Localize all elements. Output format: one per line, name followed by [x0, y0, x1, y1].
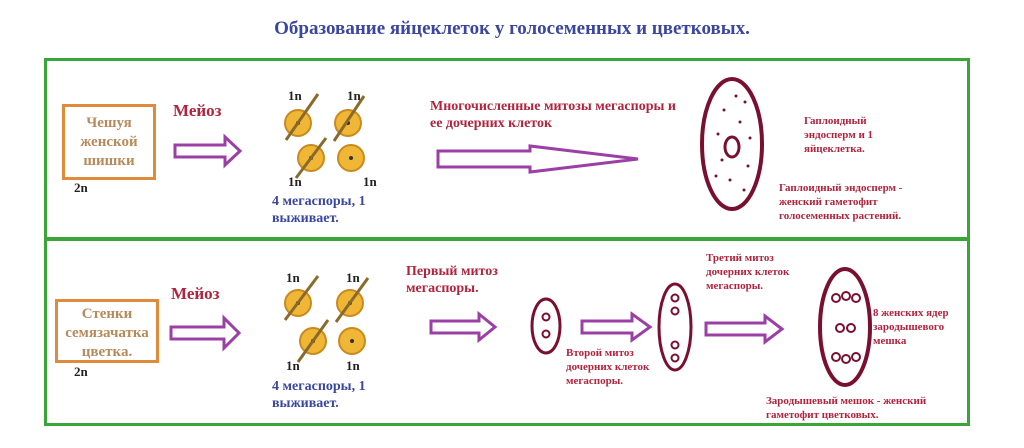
third-mitosis-arrow [704, 312, 785, 346]
bottom-ploidy-label: 2n [74, 364, 88, 379]
top-gametophyte-caption: Гаплоидный эндосперм - женский гаметофит… [779, 182, 903, 222]
two-nucleate-sac [530, 297, 562, 355]
gymnosperm-source-box: Чешуя женской шишки [62, 104, 156, 180]
gymnosperm-source-label: Чешуя женской шишки [80, 115, 138, 169]
bottom-degenerate-line-1 [283, 275, 320, 321]
top-meiosis-label: Мейоз [173, 101, 222, 120]
third-mitosis-caption: Третий митоз дочерних клеток мегаспоры. [706, 252, 790, 292]
angiosperm-source-box: Стенки семязачатка цветка. [55, 299, 159, 363]
angiosperm-source-label: Стенки семязачатка цветка. [65, 306, 149, 360]
top-meiosis-arrow [173, 133, 243, 169]
top-spore-label-4: 1n [363, 174, 377, 189]
bottom-meiosis-label: Мейоз [171, 284, 220, 303]
top-degenerate-line-3 [294, 137, 328, 179]
top-megaspores-caption: 4 мегаспоры, 1 выживает. [272, 194, 366, 226]
bottom-panel [44, 238, 970, 426]
eight-nucleate-sac [818, 267, 872, 387]
bottom-spore-label-1: 1n [286, 270, 300, 285]
top-spore-label-3: 1n [288, 174, 302, 189]
second-mitosis-caption: Второй митоз дочерних клеток мегаспоры. [566, 347, 650, 387]
top-degenerate-line-2 [332, 95, 366, 142]
second-mitosis-arrow [580, 311, 653, 343]
gymnosperm-egg-cell [723, 135, 741, 159]
bottom-spore-label-4: 1n [346, 358, 360, 373]
bottom-spore-label-2: 1n [346, 270, 360, 285]
bottom-spore-label-3: 1n [286, 358, 300, 373]
page-title: Образование яйцеклеток у голосеменных и … [274, 18, 750, 39]
first-mitosis-arrow [429, 310, 498, 344]
nuclei-caption: 8 женских ядер зародышевого мешка [873, 307, 949, 347]
four-nucleate-sac [657, 282, 693, 372]
bottom-meiosis-arrow [169, 314, 242, 352]
top-degenerate-line-1 [284, 93, 320, 141]
top-spore-label-2: 1n [347, 88, 361, 103]
top-ploidy-label: 2n [74, 180, 88, 195]
top-endosperm-caption: Гаплоидный эндосперм и 1 яйцеклетка. [804, 115, 874, 155]
top-spore-label-1: 1n [288, 88, 302, 103]
top-mitosis-arrow [436, 144, 639, 174]
bottom-megaspores-caption: 4 мегаспоры, 1 выживает. [272, 379, 366, 411]
embryo-sac-caption: Зародышевый мешок - женский гаметофит цв… [766, 395, 927, 421]
first-mitosis-caption: Первый митоз мегаспоры. [406, 264, 498, 296]
bottom-degenerate-line-3 [296, 319, 330, 363]
bottom-degenerate-line-2 [334, 277, 370, 323]
top-mitosis-caption: Многочисленные митозы мегаспоры и ее доч… [430, 99, 676, 131]
